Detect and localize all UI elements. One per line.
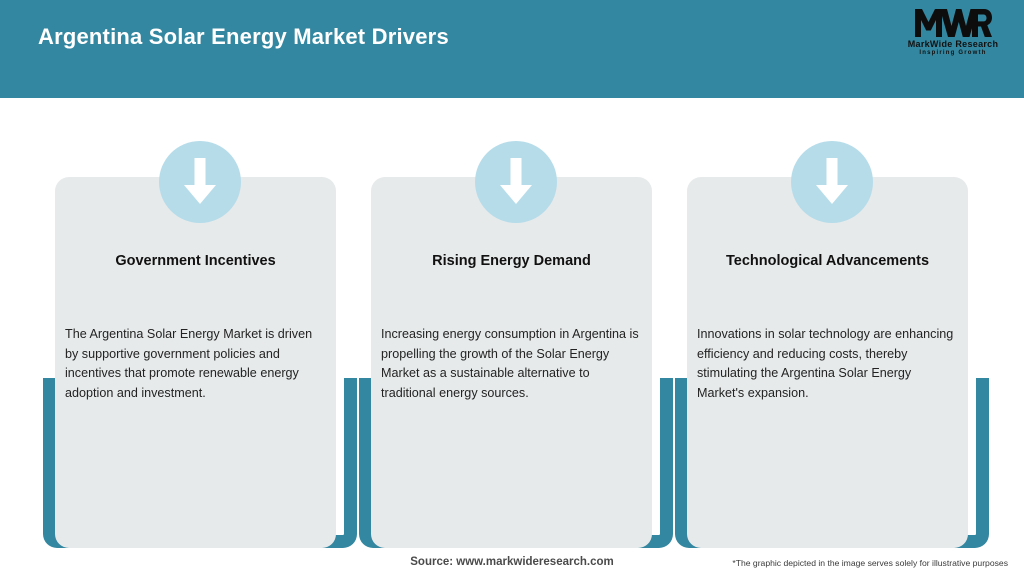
page-title: Argentina Solar Energy Market Drivers: [38, 24, 449, 49]
arrow-down-icon: [475, 141, 557, 223]
arrow-down-icon: [791, 141, 873, 223]
drivers-card-group: Government Incentives The Argentina Sola…: [0, 98, 1024, 576]
card-body-text: The Argentina Solar Energy Market is dri…: [65, 327, 313, 400]
source-note: Source: www.markwideresearch.com: [410, 556, 614, 568]
card-panel: Government Incentives The Argentina Sola…: [55, 177, 336, 548]
card-title: Technological Advancements: [725, 253, 930, 269]
card-title: Government Incentives: [115, 253, 276, 269]
header-band: Argentina Solar Energy Market Drivers Ma…: [0, 0, 1024, 98]
logo-tagline: Inspiring Growth: [919, 50, 987, 56]
card-body-text: Innovations in solar technology are enha…: [697, 327, 954, 400]
driver-card[interactable]: Rising Energy Demand Increasing energy c…: [358, 98, 674, 558]
card-panel: Technological Advancements Innovations i…: [687, 177, 968, 548]
disclaimer-note: *The graphic depicted in the image serve…: [732, 558, 1008, 568]
driver-card[interactable]: Technological Advancements Innovations i…: [674, 98, 990, 558]
card-title: Rising Energy Demand: [432, 253, 591, 269]
logo-company-name: MarkWide Research: [907, 39, 999, 49]
driver-card[interactable]: Government Incentives The Argentina Sola…: [42, 98, 358, 558]
card-body-text: Increasing energy consumption in Argenti…: [381, 327, 639, 400]
brand-logo: MarkWide Research Inspiring Growth: [900, 8, 1006, 64]
arrow-down-icon: [159, 141, 241, 223]
mwr-logo-icon: [900, 8, 1006, 38]
card-panel: Rising Energy Demand Increasing energy c…: [371, 177, 652, 548]
